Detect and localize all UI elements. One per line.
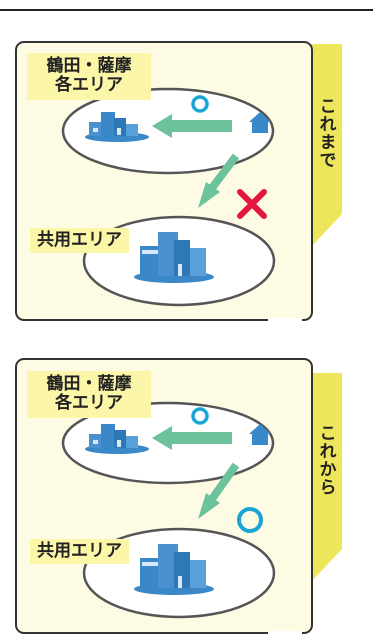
circle-mark-icon xyxy=(191,95,209,113)
circle-mark-icon xyxy=(191,407,209,425)
arrow-left-icon xyxy=(152,426,232,450)
shared-area-label: 共用エリア xyxy=(30,228,129,253)
top-area-label-line1: 鶴田・薩摩 xyxy=(46,56,132,76)
arrow-left-icon xyxy=(152,114,232,138)
tab-label: これから xyxy=(315,424,336,496)
tab-label: これまで xyxy=(315,97,336,169)
large-circle-mark-icon xyxy=(237,507,263,533)
top-area-label: 鶴田・薩摩 各エリア xyxy=(27,53,151,100)
large-buildings-icon xyxy=(134,544,214,595)
arrow-down-left-icon xyxy=(198,462,240,519)
arrow-down-left-icon xyxy=(198,153,240,208)
tab-background xyxy=(310,373,342,583)
top-rule xyxy=(0,9,373,11)
panel-before-graphic xyxy=(15,41,342,322)
large-buildings-icon xyxy=(134,232,214,283)
small-buildings-icon xyxy=(85,112,149,142)
shared-area-label: 共用エリア xyxy=(30,539,129,564)
panel-before: 鶴田・薩摩 各エリア 共用エリア これまで xyxy=(0,36,373,326)
cross-mark-icon xyxy=(237,189,267,219)
top-area-label-line2: 各エリア xyxy=(55,393,123,413)
panel-after-graphic xyxy=(15,358,342,635)
house-icon xyxy=(249,112,271,133)
small-buildings-icon xyxy=(85,424,149,454)
panel-after: 鶴田・薩摩 各エリア 共用エリア これから xyxy=(0,353,373,637)
tab-background xyxy=(310,44,342,248)
top-area-label: 鶴田・薩摩 各エリア xyxy=(27,371,151,418)
top-area-label-line2: 各エリア xyxy=(55,75,123,95)
house-icon xyxy=(249,424,271,445)
top-area-label-line1: 鶴田・薩摩 xyxy=(46,374,132,394)
